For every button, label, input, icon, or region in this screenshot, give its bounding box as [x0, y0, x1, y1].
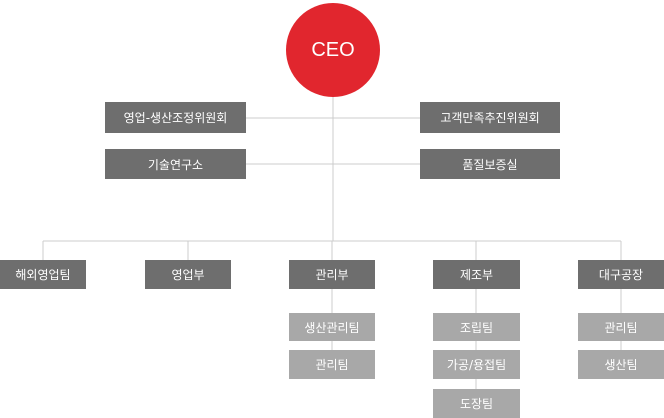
dept-administration: 관리부 [289, 260, 375, 289]
dept-sales: 영업부 [145, 260, 231, 289]
ceo-node: CEO [286, 3, 380, 97]
dept-overseas-sales: 해외영업팀 [0, 260, 86, 289]
team-assembly: 조립팀 [433, 313, 520, 341]
technology-research-institute: 기술연구소 [105, 149, 246, 179]
dept-manufacturing: 제조부 [433, 260, 520, 289]
team-machining-welding: 가공/용접팀 [433, 350, 520, 379]
team-plant-administration: 관리팀 [578, 313, 664, 341]
dept-daegu-plant: 대구공장 [578, 260, 664, 289]
team-painting: 도장팀 [433, 389, 520, 418]
team-administration: 관리팀 [289, 350, 375, 379]
team-production-management: 생산관리팀 [289, 313, 375, 341]
team-production: 생산팀 [578, 350, 664, 379]
committee-customer-satisfaction: 고객만족추진위원회 [420, 102, 560, 133]
quality-assurance-office: 품질보증실 [420, 149, 560, 179]
committee-sales-production: 영업-생산조정위원회 [105, 102, 246, 133]
